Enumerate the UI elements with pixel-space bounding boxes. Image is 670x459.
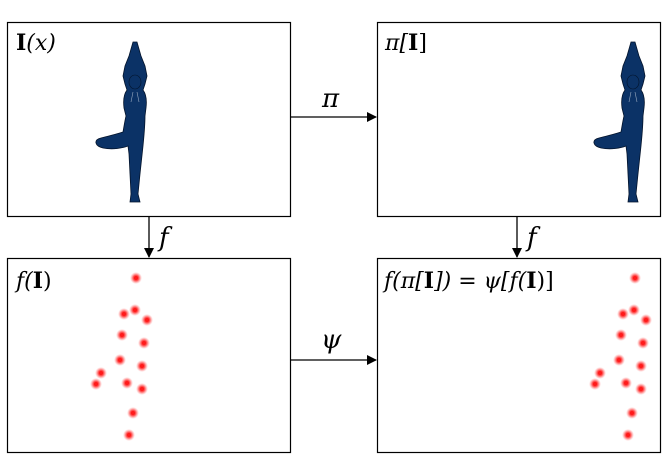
keypoint-center [134, 276, 138, 280]
keypoint-center [125, 381, 129, 385]
keypoint-center [131, 411, 135, 415]
arrow-label-f-left: f [157, 223, 173, 253]
keypoint-center [120, 333, 124, 337]
keypoint-center [127, 433, 131, 437]
keypoint-center [639, 364, 643, 368]
keypoint-center [641, 341, 645, 345]
panel-transformed-keypoints [376, 257, 662, 454]
keypoint-center [619, 333, 623, 337]
keypoint-center [145, 318, 149, 322]
arrow-label-f-right: f [525, 223, 541, 253]
keypoint-center [140, 387, 144, 391]
keypoint-center [632, 308, 636, 312]
keypoint-center [118, 358, 122, 362]
keypoint-center [639, 387, 643, 391]
keypoint-center [99, 371, 103, 375]
label-image: I(x) [16, 30, 56, 56]
keypoint-center [142, 341, 146, 345]
keypoint-center [621, 312, 625, 316]
keypoint-center [598, 371, 602, 375]
panel-image [6, 21, 292, 218]
keypoint-center [94, 382, 98, 386]
label-equivariance: f(π[I]) = ψ[f(I)] [382, 268, 554, 294]
keypoint-center [593, 382, 597, 386]
keypoint-center [122, 312, 126, 316]
arrow-label-pi: π [321, 84, 340, 114]
yoga-silhouette-original [95, 41, 148, 203]
keypoint-center [626, 433, 630, 437]
keypoint-center [140, 364, 144, 368]
panel-transformed-image [376, 21, 662, 218]
keypoint-center [133, 308, 137, 312]
label-transformed-image: π[I] [384, 30, 427, 56]
keypoint-center [633, 276, 637, 280]
keypoint-center [617, 358, 621, 362]
keypoints-original [90, 272, 153, 441]
panel-keypoints [6, 257, 292, 454]
keypoint-center [644, 318, 648, 322]
arrow-label-psi: ψ [321, 325, 342, 355]
label-keypoints: f(I) [14, 268, 52, 294]
keypoint-center [630, 411, 634, 415]
yoga-silhouette-transformed [593, 41, 646, 203]
keypoint-center [624, 381, 628, 385]
keypoints-transformed [589, 272, 652, 441]
